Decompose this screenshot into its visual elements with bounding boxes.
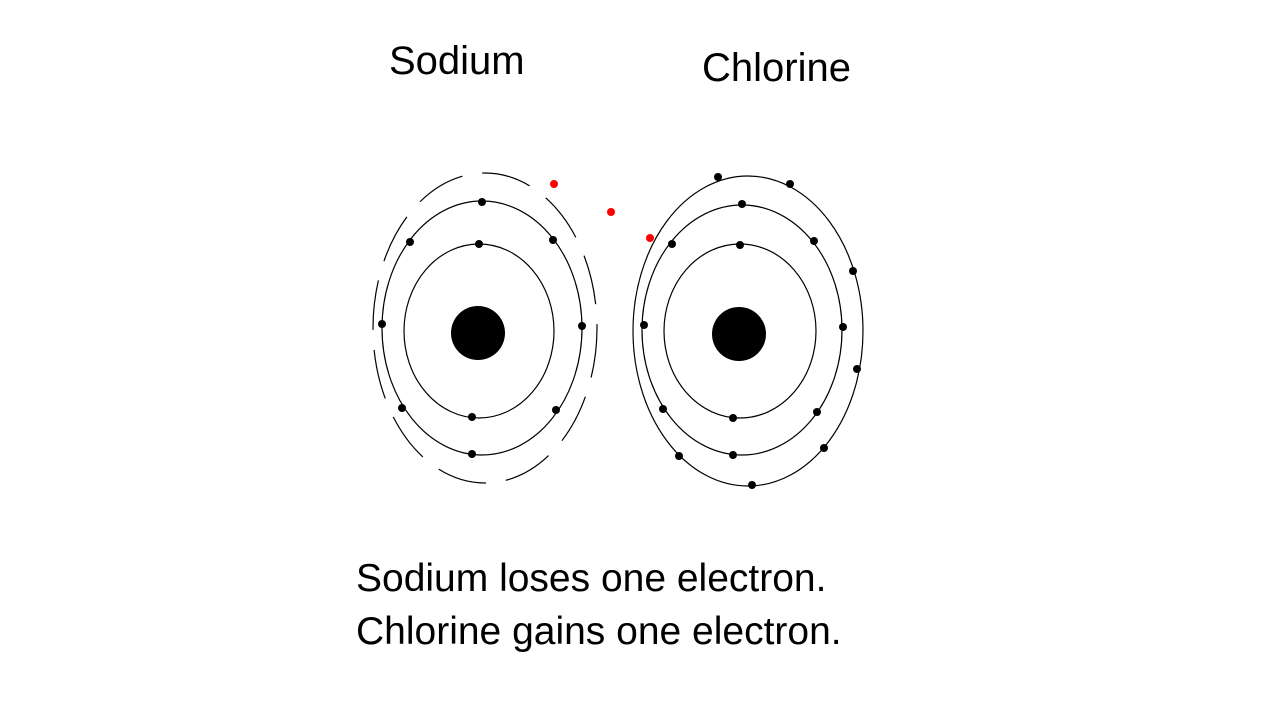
chlorine-electron [729, 414, 737, 422]
chlorine-electron [813, 408, 821, 416]
chlorine-electron [786, 180, 794, 188]
chlorine-electron [853, 365, 861, 373]
caption-line-1: Sodium loses one electron. [356, 557, 827, 600]
chlorine-electron [659, 405, 667, 413]
chlorine-electron [839, 323, 847, 331]
sodium-electron [468, 413, 476, 421]
sodium-electron [578, 322, 586, 330]
sodium-electron [406, 238, 414, 246]
sodium-electron [398, 404, 406, 412]
chlorine-electron [714, 173, 722, 181]
sodium-electron [552, 406, 560, 414]
caption-line-2: Chlorine gains one electron. [356, 610, 842, 653]
chlorine-label: Chlorine [702, 46, 851, 90]
sodium-electron [549, 236, 557, 244]
sodium-atom [372, 172, 598, 484]
chlorine-electron [820, 444, 828, 452]
chlorine-electron [668, 240, 676, 248]
chlorine-nucleus [712, 307, 766, 361]
chlorine-atom [632, 173, 864, 489]
chlorine-electron [675, 452, 683, 460]
chlorine-electron [748, 481, 756, 489]
sodium-shell-3-dashed [372, 172, 598, 484]
chlorine-electron [640, 321, 648, 329]
chlorine-electron [736, 241, 744, 249]
transferred-electron [550, 180, 558, 188]
chlorine-electron [810, 237, 818, 245]
sodium-nucleus [451, 306, 505, 360]
caption: Sodium loses one electron. Chlorine gain… [356, 552, 842, 658]
sodium-electron [475, 240, 483, 248]
sodium-electron [478, 198, 486, 206]
chlorine-electron [738, 200, 746, 208]
chlorine-electron [849, 267, 857, 275]
sodium-electron [468, 450, 476, 458]
chlorine-electron [729, 451, 737, 459]
transferred-electron [607, 208, 615, 216]
sodium-electron [378, 320, 386, 328]
sodium-label: Sodium [389, 39, 525, 83]
chlorine-shell-3 [632, 175, 864, 487]
transferred-electron-path [550, 180, 654, 242]
transferred-electron [646, 234, 654, 242]
